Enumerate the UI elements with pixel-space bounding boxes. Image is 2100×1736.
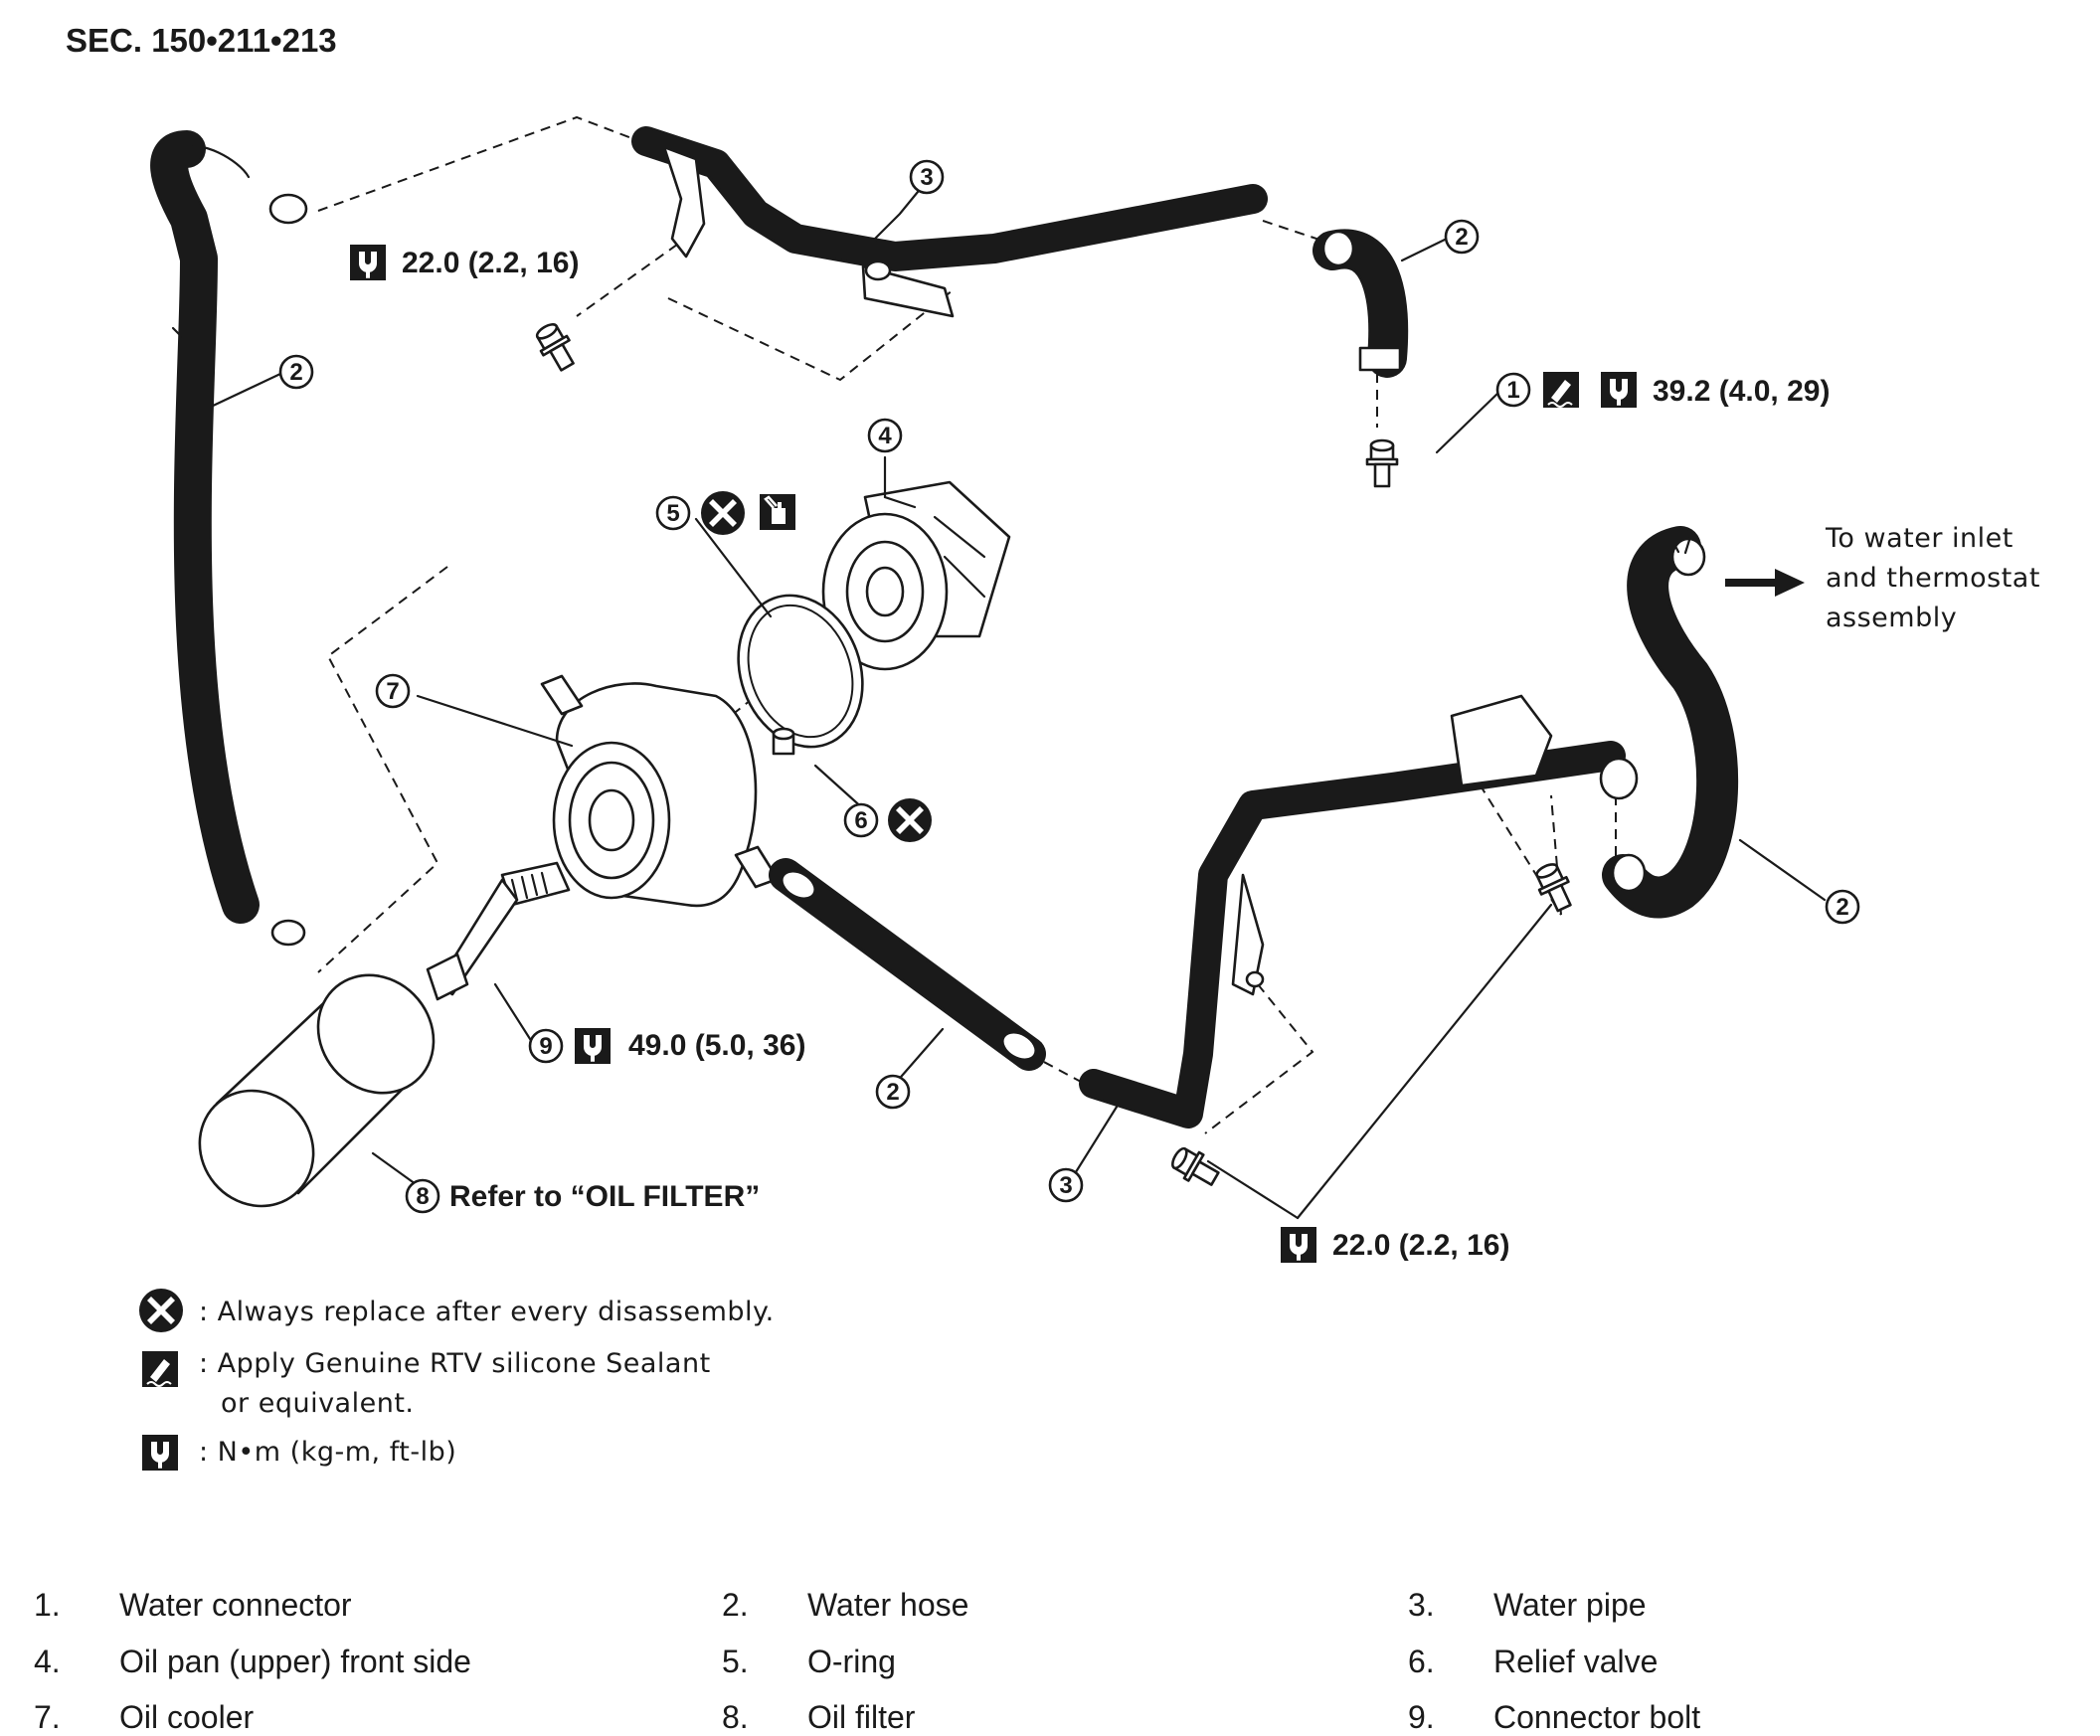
oil-filter-part [198,973,436,1208]
callout-2-right: 2 [1825,889,1860,925]
right-arrow-icon [1725,569,1805,597]
callout-1: 1 [1495,372,1531,408]
torque-wrench-icon [142,1435,178,1471]
oil-can-icon [758,492,797,532]
svg-text:2: 2 [1836,894,1848,921]
water-hose-left [150,130,308,947]
destination-line-1: To water inlet [1825,523,2013,554]
svg-text:39.2 (4.0, 29): 39.2 (4.0, 29) [1653,375,1830,408]
water-hose-right [1602,526,1739,919]
svg-text:7: 7 [386,678,399,705]
svg-text:3: 3 [920,164,933,191]
svg-text:22.0 (2.2, 16): 22.0 (2.2, 16) [402,247,579,279]
water-connector-bolt [1365,438,1399,488]
torque-upper-left: 22.0 (2.2, 16) [350,245,579,280]
pipe-bolt-upper [530,318,582,376]
callout-9: 9 [528,1028,564,1064]
callout-7: 7 [375,673,411,709]
oring-symbols [701,491,797,535]
svg-text:49.0 (5.0, 36): 49.0 (5.0, 36) [628,1029,805,1062]
svg-text:2: 2 [289,359,302,386]
legend: : Always replace after every disassembly… [139,1289,775,1471]
relief-valve-part [772,727,795,756]
torque-wrench-icon [1281,1227,1316,1263]
sealant-tube-icon [1542,371,1580,409]
callout-2-lower: 2 [875,1074,911,1110]
torque-lower-bolts: 22.0 (2.2, 16) [1281,1227,1509,1263]
svg-text:4: 4 [878,423,892,449]
svg-text:3: 3 [1059,1172,1072,1199]
torque-water-connector: 39.2 (4.0, 29) [1542,371,1830,409]
torque-wrench-icon [575,1028,611,1064]
callout-3-upper: 3 [909,159,945,195]
callout-4: 4 [867,418,903,453]
water-hose-lower [769,858,1046,1071]
water-hose-upper-right [1312,229,1409,378]
torque-connector-bolt: 49.0 (5.0, 36) [575,1028,805,1064]
legend-replace: : Always replace after every disassembly… [199,1297,775,1327]
o-ring-part [737,594,864,749]
destination-line-2: and thermostat [1826,563,2040,594]
callouts: 3 2 1 2 4 5 7 6 9 2 2 3 8 [278,159,1860,1214]
section-title: SEC. 150•211•213 [66,22,337,59]
x-circle-icon [701,491,745,535]
svg-text:6: 6 [854,807,867,834]
callout-2-upper-right: 2 [1444,219,1480,255]
water-pipe-lower [1079,694,1639,1128]
svg-text:2: 2 [886,1079,899,1106]
legend-torque-unit: : N•m (kg-m, ft-lb) [199,1437,456,1468]
legend-sealant-1: : Apply Genuine RTV silicone Sealant [199,1348,711,1379]
svg-text:1: 1 [1506,377,1519,404]
destination-line-3: assembly [1826,603,1957,633]
callout-8: 8 [405,1178,440,1214]
x-circle-icon [139,1289,183,1332]
torque-wrench-icon [1601,372,1637,408]
water-pipe-upper [631,126,1268,318]
relief-valve-symbol [888,798,932,842]
svg-text:9: 9 [539,1033,552,1060]
callout-2-left: 2 [278,354,314,390]
svg-text:8: 8 [416,1183,429,1210]
svg-text:5: 5 [666,500,679,527]
pipe-bolt-lower-right [1529,858,1579,916]
connector-bolt-part [426,861,571,1001]
pipe-bolt-lower-left [1166,1141,1224,1193]
torque-wrench-icon [350,245,386,280]
svg-text:Refer to “OIL FILTER”: Refer to “OIL FILTER” [449,1180,760,1213]
oil-cooler-part [540,674,780,908]
exploded-diagram: SEC. 150•211•213 [66,22,2040,1471]
oil-filter-reference: Refer to “OIL FILTER” [449,1180,760,1213]
oil-pan-front-side [821,480,1011,671]
callout-6: 6 [843,802,879,838]
callout-3-lower: 3 [1048,1167,1084,1203]
x-circle-icon [888,798,932,842]
svg-text:2: 2 [1455,224,1468,251]
callout-5: 5 [655,495,691,531]
sealant-tube-icon [141,1350,179,1388]
svg-text:22.0 (2.2, 16): 22.0 (2.2, 16) [1332,1229,1509,1262]
legend-sealant-2: or equivalent. [221,1388,414,1419]
